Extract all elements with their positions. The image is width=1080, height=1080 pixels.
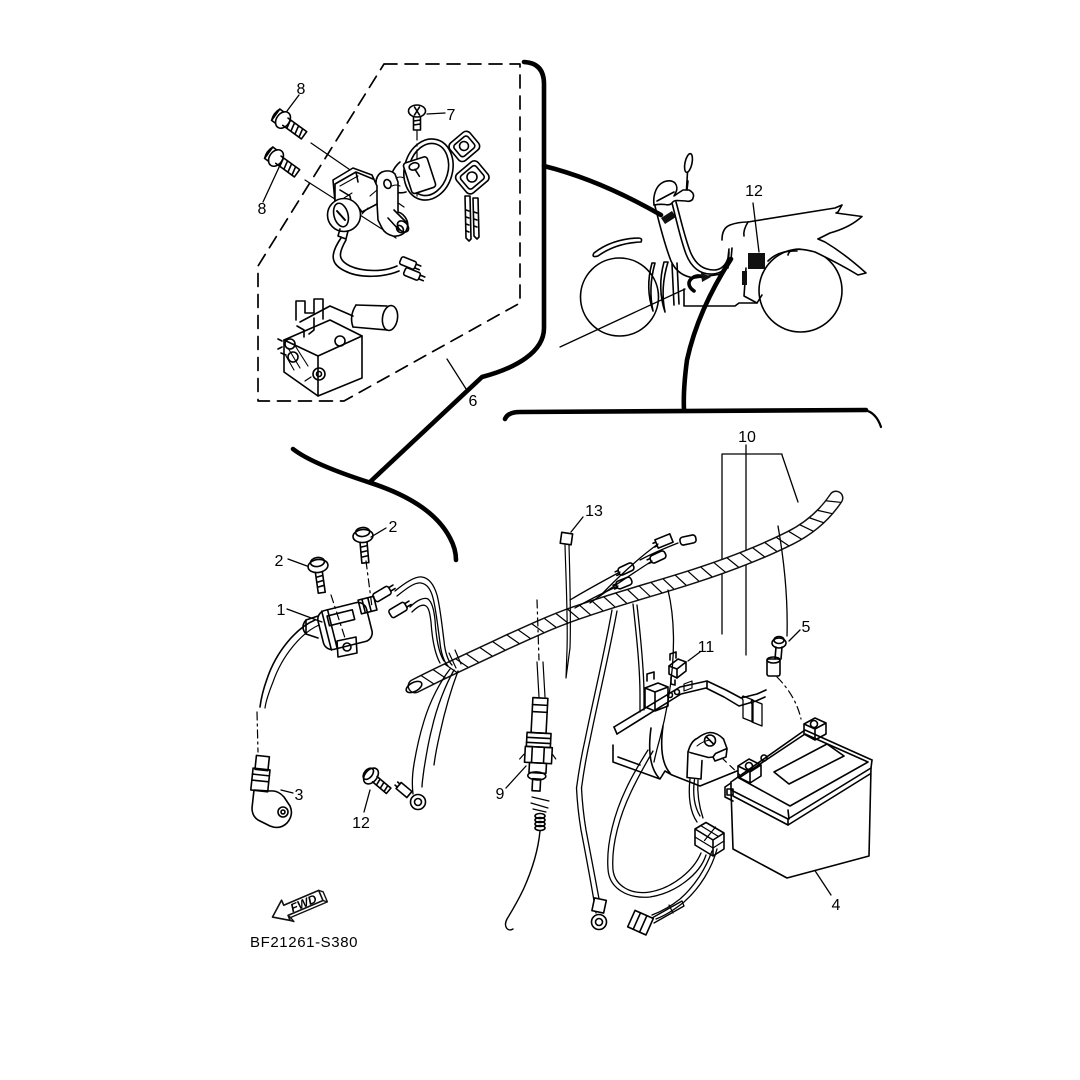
svg-text:2: 2 (389, 519, 398, 536)
svg-text:BF21261-S380: BF21261-S380 (250, 934, 358, 951)
svg-text:2: 2 (275, 553, 284, 570)
svg-text:12: 12 (745, 183, 763, 200)
svg-text:8: 8 (297, 81, 306, 98)
svg-text:8: 8 (258, 201, 267, 218)
svg-text:7: 7 (447, 107, 456, 124)
svg-text:11: 11 (698, 639, 715, 656)
svg-text:4: 4 (832, 897, 841, 914)
svg-text:3: 3 (295, 787, 304, 804)
svg-text:10: 10 (738, 429, 756, 446)
svg-text:12: 12 (352, 815, 370, 832)
svg-text:6: 6 (469, 393, 478, 410)
svg-text:9: 9 (496, 786, 505, 803)
svg-text:13: 13 (585, 503, 603, 520)
svg-text:1: 1 (277, 602, 286, 619)
svg-text:5: 5 (802, 619, 811, 636)
